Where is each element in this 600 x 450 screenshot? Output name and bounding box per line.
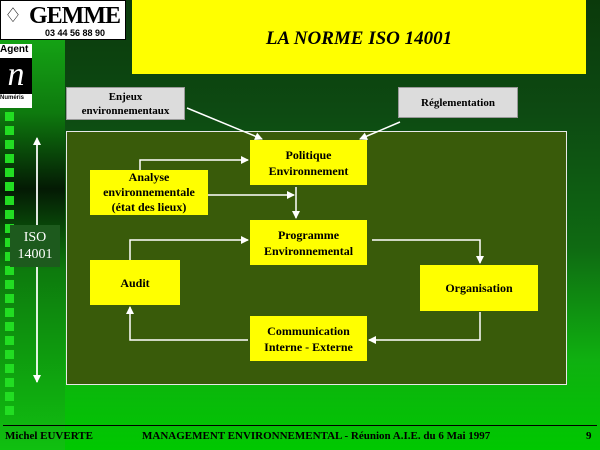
decorative-square	[5, 252, 14, 261]
decorative-square	[5, 224, 14, 233]
box-analyse: Analyse environnementale (état des lieux…	[90, 170, 208, 215]
arrow-enjeux-politique	[186, 107, 263, 141]
decorative-square	[5, 126, 14, 135]
communication-line1: Communication	[267, 323, 350, 338]
box-politique: Politique Environnement	[250, 140, 367, 185]
footer-page-number: 9	[586, 430, 592, 442]
slide-title: LA NORME ISO 14001	[132, 0, 586, 74]
agent-n-logo: n	[0, 58, 32, 94]
arrow-organisation-communication	[368, 312, 481, 344]
agent-label: Agent	[0, 44, 29, 55]
iso-side-label: ISO 14001	[10, 225, 60, 267]
decorative-square	[5, 280, 14, 289]
arrow-analyse-politique	[139, 156, 249, 170]
footer-divider	[3, 425, 597, 426]
footer-event: MANAGEMENT ENVIRONNEMENTAL - Réunion A.I…	[142, 430, 491, 442]
slide-title-text: LA NORME ISO 14001	[265, 28, 453, 49]
logo-name: GEMME	[29, 3, 121, 29]
decorative-square	[5, 364, 14, 373]
decorative-square	[5, 196, 14, 205]
enjeux-line2: environnementaux	[81, 104, 170, 117]
decorative-square	[5, 294, 14, 303]
decorative-square	[5, 140, 14, 149]
footer-author: Michel EUVERTE	[5, 430, 93, 442]
decorative-square	[5, 210, 14, 219]
decorative-square	[5, 266, 14, 275]
politique-line2: Environnement	[268, 163, 349, 178]
iso-label-line2: 14001	[17, 247, 53, 262]
logo-phone: 03 44 56 88 90	[45, 28, 106, 38]
decorative-square	[5, 154, 14, 163]
decorative-square	[5, 392, 14, 401]
arrow-reglementation-politique	[359, 121, 401, 140]
decorative-square	[5, 182, 14, 191]
decorative-square	[5, 322, 14, 331]
decorative-square	[5, 378, 14, 387]
iso-label-line1: ISO	[23, 230, 47, 245]
analyse-line2: environnementale	[103, 185, 195, 199]
box-communication: Communication Interne - Externe	[250, 316, 367, 361]
programme-line2: Environnemental	[263, 243, 354, 258]
politique-line1: Politique	[285, 147, 332, 162]
box-audit: Audit	[90, 260, 180, 305]
audit-text: Audit	[120, 275, 150, 290]
decorative-square	[5, 168, 14, 177]
input-reglementation: Réglementation	[398, 87, 518, 118]
analyse-line1: Analyse	[128, 170, 170, 184]
box-programme: Programme Environnemental	[250, 220, 367, 265]
gemme-logo: ♢ GEMME 03 44 56 88 90	[0, 0, 126, 40]
arrow-communication-audit	[126, 306, 248, 341]
decorative-square	[5, 336, 14, 345]
arrow-programme-organisation	[372, 239, 484, 264]
decorative-square	[5, 308, 14, 317]
decorative-square	[5, 350, 14, 359]
enjeux-line1: Enjeux	[108, 90, 143, 103]
box-organisation: Organisation	[420, 265, 538, 311]
diamond-icon: ♢	[4, 5, 22, 27]
reglementation-text: Réglementation	[421, 96, 495, 109]
communication-line2: Interne - Externe	[264, 339, 353, 354]
input-enjeux: Enjeux environnementaux	[66, 87, 185, 120]
arrow-audit-programme	[129, 236, 249, 260]
decorative-square	[5, 238, 14, 247]
decorative-square	[5, 406, 14, 415]
agent-sub: Numéris	[0, 95, 25, 101]
decorative-square	[5, 112, 14, 121]
analyse-line3: (état des lieux)	[111, 200, 187, 214]
organisation-text: Organisation	[445, 281, 513, 295]
agent-logo: Agent n Numéris	[0, 44, 32, 108]
programme-line1: Programme	[277, 227, 340, 242]
